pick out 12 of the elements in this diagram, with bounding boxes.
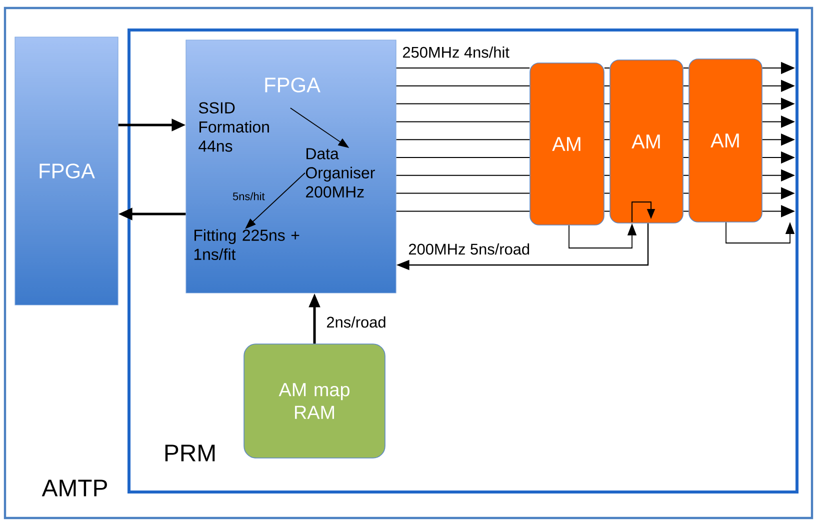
stage-text: Fitting 225ns + 1ns/fit xyxy=(194,229,300,260)
edge-label: 200MHz 5ns/road xyxy=(408,243,530,255)
memory-box: AM map RAM xyxy=(244,344,386,458)
chip-box: AM xyxy=(688,58,762,222)
stage-text: Data Organiser 200MHz xyxy=(306,148,375,198)
edge-label: 5ns/hit xyxy=(232,192,265,200)
chip-box: AM xyxy=(610,60,684,224)
edge-label: 2ns/road xyxy=(326,316,386,328)
edge-label: 250MHz 4ns/hit xyxy=(402,46,510,58)
chip-box: AM xyxy=(530,62,604,226)
stage-text: SSID Formation 44ns xyxy=(198,102,269,152)
chip-box: FPGA xyxy=(14,36,118,306)
